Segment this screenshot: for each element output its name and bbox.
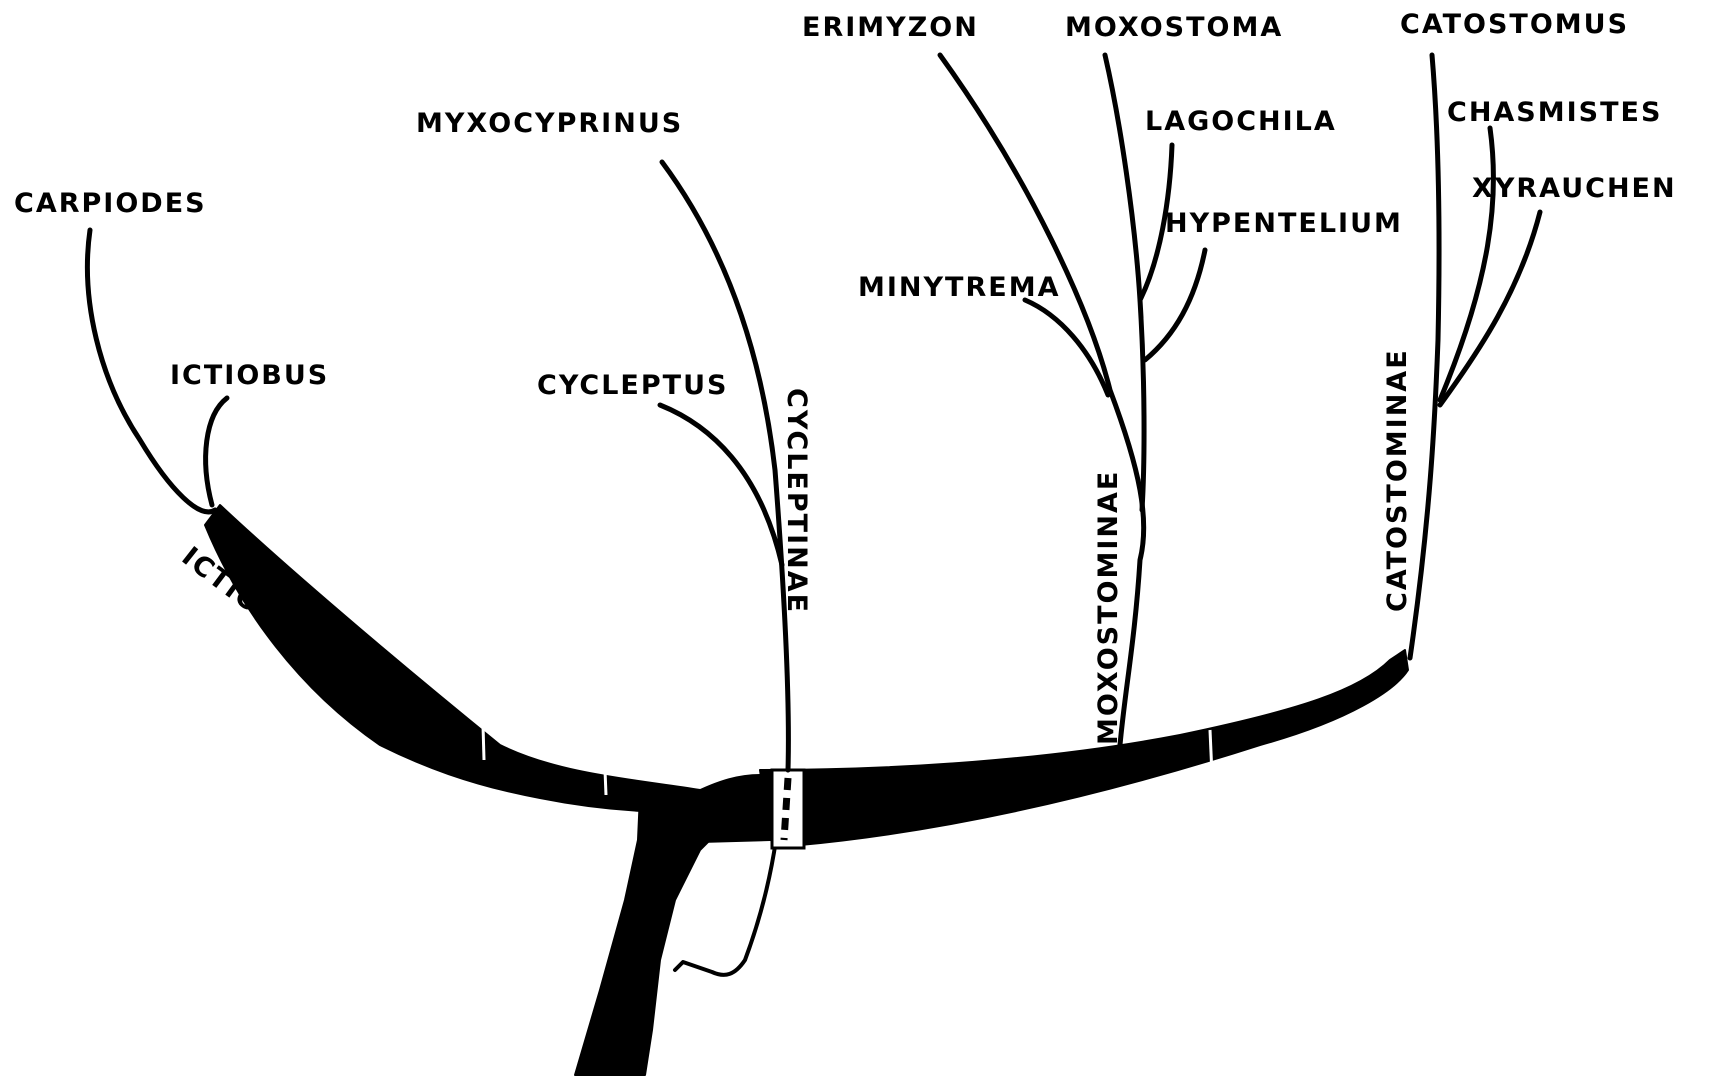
genus-labels: CARPIODES ICTIOBUS MYXOCYPRINUS CYCLEPTU… — [14, 9, 1677, 401]
moxostoma-branch — [1105, 55, 1144, 510]
branch-nick — [1210, 730, 1212, 775]
label-cycleptus: CYCLEPTUS — [537, 370, 728, 401]
chasmistes-branch — [1440, 128, 1493, 400]
branch-nick — [604, 745, 606, 795]
label-cycleptinae: CYCLEPTINAE — [781, 388, 812, 614]
label-catostomus: CATOSTOMUS — [1400, 9, 1629, 40]
myxocyprinus-branch — [662, 162, 788, 770]
main-right-branch — [760, 650, 1408, 845]
label-lagochila: LAGOCHILA — [1145, 106, 1337, 137]
ictiobus-branch — [206, 398, 227, 505]
label-ictiobus: ICTIOBUS — [170, 360, 329, 391]
ictiobinae-branch — [205, 505, 740, 812]
label-erimyzon: ERIMYZON — [802, 12, 979, 43]
label-chasmistes: CHASMISTES — [1447, 97, 1662, 128]
label-hypentelium: HYPENTELIUM — [1165, 208, 1403, 239]
label-minytrema: MINYTREMA — [858, 272, 1060, 303]
branch-nick — [482, 690, 484, 760]
label-moxostominae: MOXOSTOMINAE — [1093, 470, 1124, 745]
label-xyrauchen: XYRAUCHEN — [1472, 173, 1677, 204]
cycleptus-branch — [660, 405, 782, 565]
catostomus-branch — [1410, 55, 1439, 658]
label-catostominae: CATOSTOMINAE — [1382, 348, 1413, 612]
label-carpiodes: CARPIODES — [14, 188, 207, 219]
label-myxocyprinus: MYXOCYPRINUS — [416, 108, 683, 139]
label-moxostoma: MOXOSTOMA — [1065, 12, 1283, 43]
